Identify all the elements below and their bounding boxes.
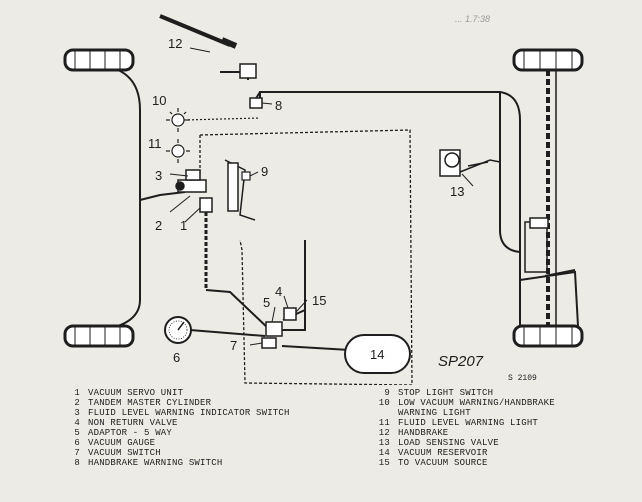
callout-12: 12 — [168, 36, 182, 51]
stop-light-switch — [241, 171, 251, 181]
front-left-upper-wheel — [63, 48, 135, 72]
callout-4: 4 — [275, 284, 282, 299]
callout-14: 14 — [370, 347, 384, 362]
vacuum-gauge — [164, 316, 192, 344]
callout-7: 7 — [230, 338, 237, 353]
brake-pedal-assembly — [224, 159, 256, 221]
rear-upper-wheel — [512, 48, 584, 72]
vacuum-servo-unit — [199, 197, 213, 290]
tandem-master-cylinder — [175, 169, 207, 193]
figure-reference: S 2109 — [508, 374, 537, 383]
callout-9: 9 — [261, 164, 268, 179]
callout-15: 15 — [312, 293, 326, 308]
callout-5: 5 — [263, 295, 270, 310]
handbrake — [159, 14, 261, 101]
front-brake-pipes — [117, 69, 186, 327]
callout-leaders — [169, 47, 474, 346]
low-vacuum-warning-light — [166, 108, 190, 132]
callout-8: 8 — [275, 98, 282, 113]
callout-11: 11 — [148, 136, 162, 151]
vacuum-reservoir — [344, 334, 411, 374]
callout-1: 1 — [180, 218, 187, 233]
electrical-wiring-loop — [199, 129, 413, 385]
vacuum-switch — [261, 337, 277, 349]
callout-2: 2 — [155, 218, 162, 233]
corner-marks: ... 1.7:38 — [455, 14, 490, 24]
front-left-lower-wheel — [63, 324, 135, 348]
legend-item-10-continued: WARNING LIGHT — [398, 408, 471, 418]
non-return-valve — [283, 307, 297, 321]
callout-10: 10 — [152, 93, 166, 108]
handwritten-reference: SP207 — [438, 353, 484, 370]
rear-lower-wheel — [512, 324, 584, 348]
load-sensing-valve — [439, 149, 501, 177]
fluid-level-warning-light — [166, 139, 190, 163]
callout-3: 3 — [155, 168, 162, 183]
warning-light-wire — [183, 117, 261, 121]
callout-6: 6 — [173, 350, 180, 365]
rear-axle — [524, 70, 557, 326]
brake-system-diagram: 1 2 3 4 5 6 7 8 9 10 11 12 13 14 15 SP20… — [63, 14, 584, 385]
rear-brake-pipes — [259, 91, 579, 327]
callout-13: 13 — [450, 184, 464, 199]
handbrake-warning-switch — [249, 97, 263, 109]
five-way-adaptor — [265, 321, 283, 337]
